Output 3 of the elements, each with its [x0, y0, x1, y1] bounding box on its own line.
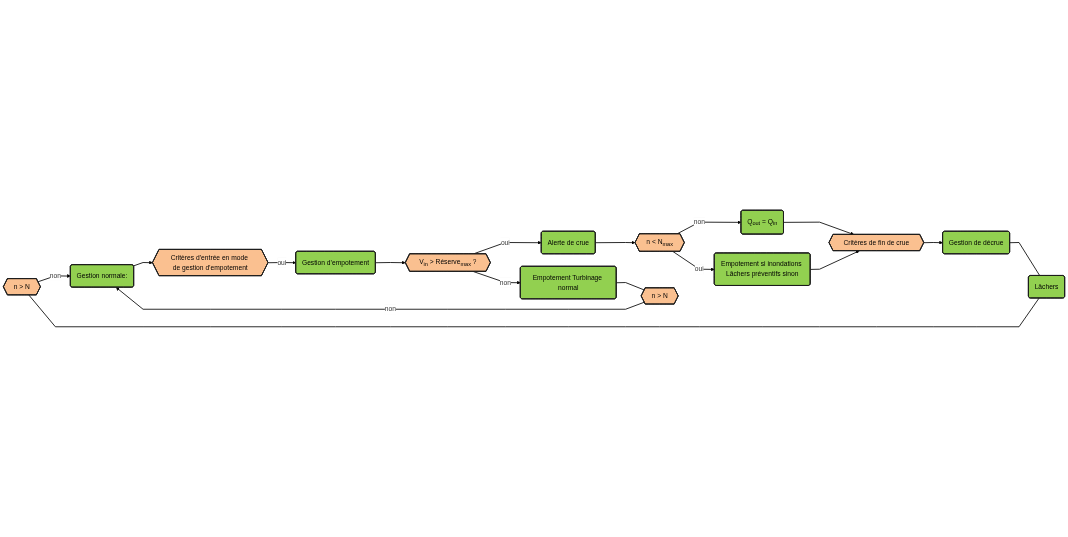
- connector: [616, 282, 645, 291]
- connector: [28, 294, 1040, 328]
- connector: [1009, 242, 1041, 277]
